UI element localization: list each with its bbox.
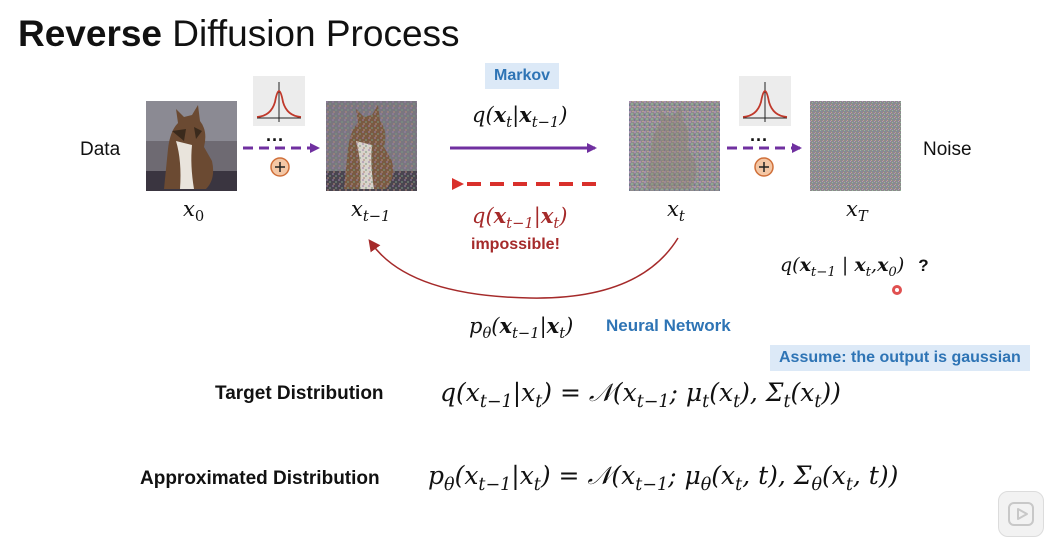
node-label-xt: xt — [667, 197, 685, 226]
data-label: Data — [80, 139, 121, 160]
learned-reverse-equation: pθ(xt−1|xt) — [469, 313, 574, 343]
target-distribution-equation: q(xt−1|xt) = 𝒩(xt−1; μt(xt), Σt(xt)) — [440, 378, 841, 413]
neural-network-label: Neural Network — [606, 316, 731, 335]
node-label-x0: x0 — [183, 197, 205, 226]
cat-image-noisy — [629, 101, 720, 191]
pure-noise-image — [810, 101, 901, 191]
noise-label: Noise — [923, 139, 972, 160]
ellipsis-dots: ··· — [266, 130, 284, 150]
page-title: Reverse Diffusion Process — [18, 13, 460, 54]
gaussian-curve-icon — [739, 76, 791, 126]
target-distribution-label: Target Distribution — [215, 383, 384, 404]
approximated-distribution-equation: pθ(xt−1|xt) = 𝒩(xt−1; μθ(xt, t), Σθ(xt, … — [428, 461, 899, 496]
assumption-badge: Assume: the output is gaussian — [770, 345, 1030, 371]
impossible-label: impossible! — [471, 236, 560, 253]
approximated-distribution-label: Approximated Distribution — [140, 468, 380, 489]
cat-image-clean — [146, 101, 237, 191]
gaussian-curve-icon — [253, 76, 305, 126]
play-icon — [1008, 502, 1034, 526]
node-label-xt-1: xt−1 — [351, 197, 391, 226]
ellipsis-dots: ··· — [750, 130, 768, 150]
reverse-equation: q(xt−1|xt) — [472, 203, 568, 233]
node-label-xT: xT — [846, 197, 868, 226]
forward-equation: q(xt|xt−1) — [472, 102, 568, 132]
cat-image-slightly-noisy — [326, 101, 417, 191]
conditional-posterior-equation: q(xt−1 | xt,x0)? — [780, 254, 929, 280]
learned-reverse-arc — [368, 237, 679, 299]
markov-badge: Markov — [485, 63, 560, 89]
play-button[interactable] — [998, 491, 1044, 537]
